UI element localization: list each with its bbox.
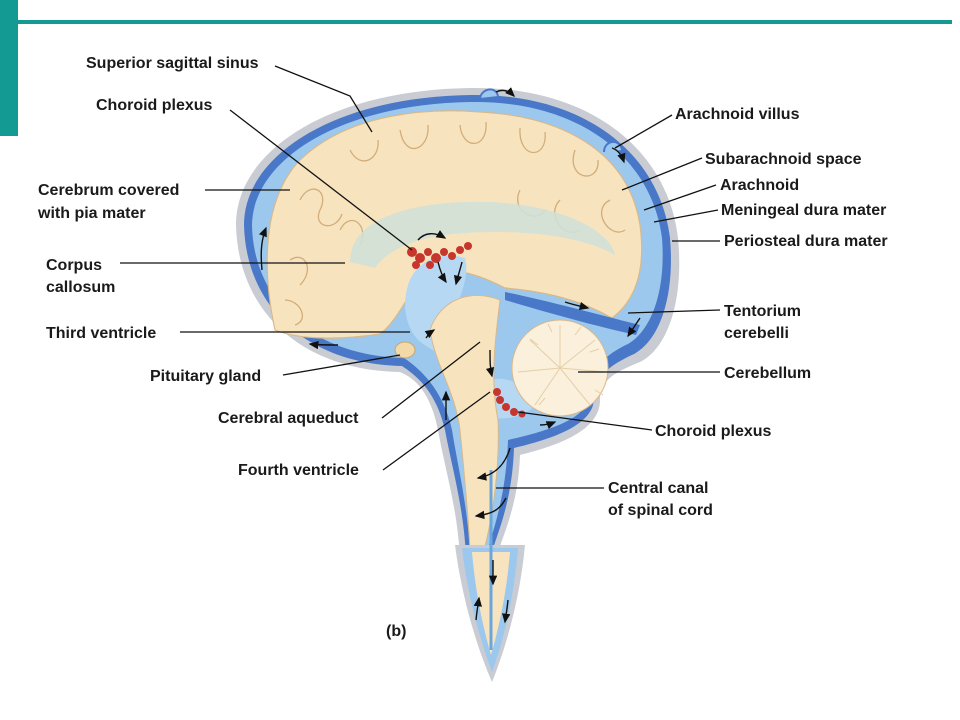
label-fourth-ventricle: Fourth ventricle (238, 462, 359, 479)
label-meningeal-dura-mater: Meningeal dura mater (721, 202, 886, 219)
label-corpus-callosum-line2: callosum (46, 279, 115, 296)
label-cerebrum-line2: with pia mater (37, 205, 146, 222)
label-periosteal-dura-mater: Periosteal dura mater (724, 233, 888, 250)
label-choroid-plexus-lower: Choroid plexus (655, 423, 772, 440)
cerebellum-shape (511, 319, 609, 417)
arachnoid-villus-shape-right (603, 141, 623, 153)
tentorium-cerebelli-shape (505, 292, 640, 335)
label-choroid-plexus-upper: Choroid plexus (96, 97, 213, 114)
pituitary-gland-shape (394, 341, 416, 359)
label-arachnoid: Arachnoid (720, 177, 799, 194)
label-cerebral-aqueduct: Cerebral aqueduct (218, 410, 359, 427)
label-third-ventricle: Third ventricle (46, 325, 156, 342)
label-tentorium-line2: cerebelli (724, 325, 789, 342)
choroid-plexus-lower-shape (493, 388, 526, 418)
arachnoid-villus-shape-left (479, 88, 499, 99)
label-pituitary-gland: Pituitary gland (150, 368, 261, 385)
label-central-canal-line1: Central canal (608, 480, 708, 497)
csf-flow-arrows (258, 87, 641, 624)
leader-lines (120, 65, 721, 489)
panel-letter: (b) (386, 623, 406, 640)
label-tentorium-line1: Tentorium (724, 303, 801, 320)
label-central-canal-line2: of spinal cord (608, 502, 713, 519)
slide-accent-bar-top (0, 20, 952, 24)
label-cerebrum-line1: Cerebrum covered (38, 182, 179, 199)
label-corpus-callosum-line1: Corpus (46, 257, 102, 274)
label-arachnoid-villus: Arachnoid villus (675, 106, 800, 123)
corpus-callosum-shape (350, 201, 615, 268)
choroid-plexus-upper-shape (407, 242, 472, 269)
label-subarachnoid-space: Subarachnoid space (705, 151, 862, 168)
brainstem-shape (429, 295, 501, 551)
label-superior-sagittal-sinus: Superior sagittal sinus (86, 55, 259, 72)
label-cerebellum: Cerebellum (724, 365, 811, 382)
slide-accent-bar-left (0, 0, 18, 136)
